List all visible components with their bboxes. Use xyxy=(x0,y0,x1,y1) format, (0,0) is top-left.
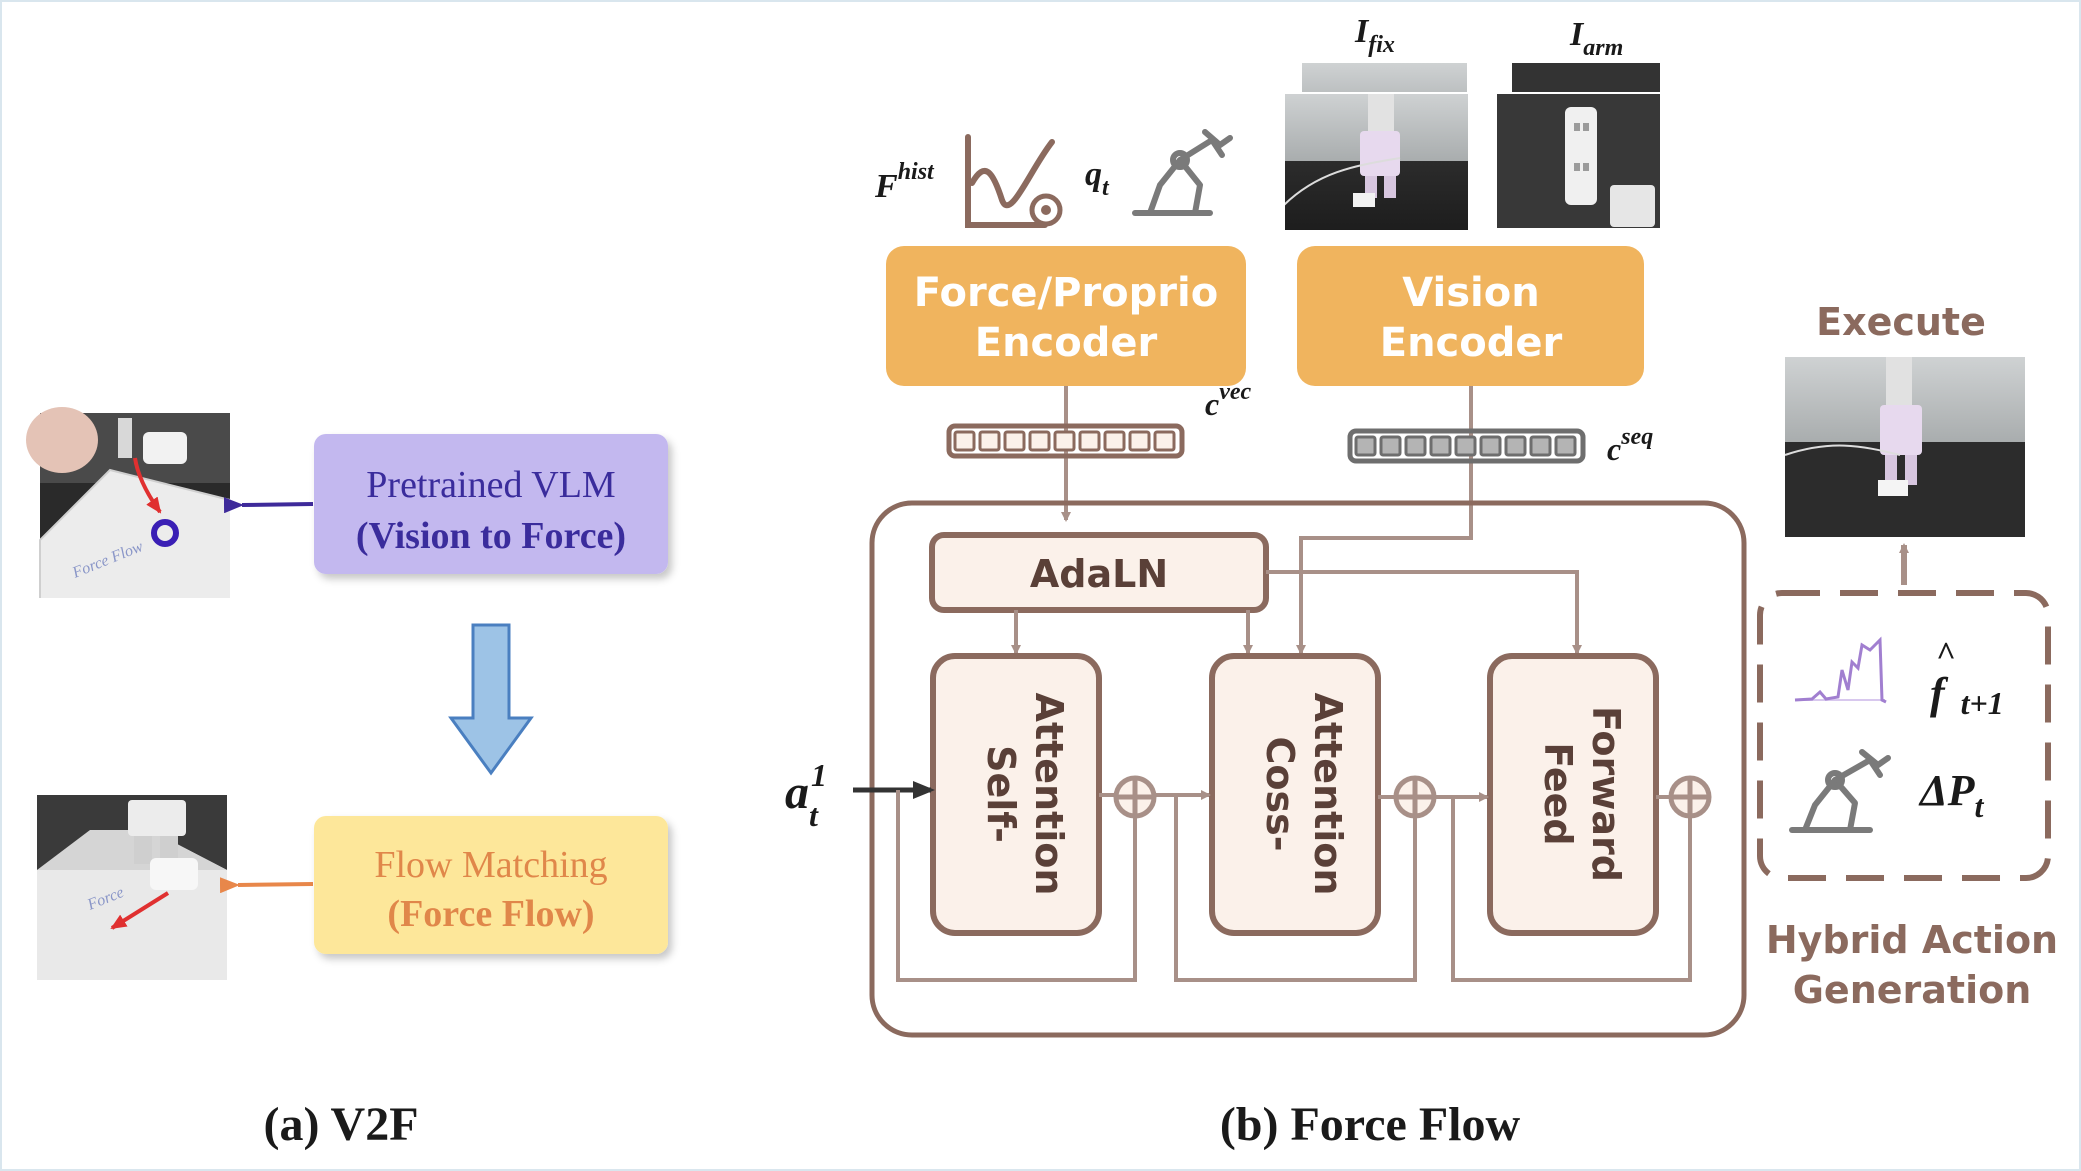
execute-photo xyxy=(1784,357,2025,537)
pink-ball xyxy=(26,407,98,473)
cross-attention-box xyxy=(1209,653,1381,936)
predicted-force-arrow xyxy=(133,457,162,514)
flow-output-arrow xyxy=(219,877,314,894)
photo-force-flow: Force xyxy=(37,795,227,980)
token-cell xyxy=(1379,435,1402,457)
cvec-token-bar xyxy=(946,423,1185,459)
vlm-subtitle: (Vision to Force) xyxy=(356,515,626,557)
robot-arm-icon xyxy=(1132,129,1233,216)
force-encoder-subtitle: Encoder xyxy=(975,320,1158,366)
vlm-title: Pretrained VLM xyxy=(366,464,615,506)
q-t-label: qt xyxy=(1085,156,1110,201)
token-bar-frame xyxy=(1347,428,1586,464)
token-cell xyxy=(1554,435,1577,457)
token-cell xyxy=(1153,430,1176,452)
token-cell xyxy=(1354,435,1377,457)
adaln-label: AdaLN xyxy=(1030,552,1168,596)
cseq-line xyxy=(1299,386,1473,598)
hybrid-action-box xyxy=(1757,590,2051,881)
force-history-plot-icon xyxy=(965,134,1063,228)
panel-force-flow: Fhist qt Ifix xyxy=(785,13,2058,1151)
feed-forward-box xyxy=(1487,653,1659,936)
token-bar-frame xyxy=(946,423,1185,459)
target-circle-icon xyxy=(151,519,179,547)
vlm-output-arrow xyxy=(223,497,314,514)
vision-encoder-subtitle: Encoder xyxy=(1380,320,1563,366)
vision-encoder-title: Vision xyxy=(1402,270,1539,316)
adaln-to-feed-forward xyxy=(1266,570,1582,655)
pretrained-vlm-box xyxy=(314,434,668,574)
cross-attention-label: Coss-Attention xyxy=(1258,693,1350,896)
cvec-label: cvec xyxy=(1205,379,1252,422)
circle-add-icon xyxy=(1668,775,1712,819)
token-cell xyxy=(1103,430,1126,452)
wrist-camera-images xyxy=(1495,63,1662,230)
caption-b: (b) Force Flow xyxy=(1220,1098,1521,1151)
f-hist-label: Fhist xyxy=(874,159,935,205)
token-cell xyxy=(1003,430,1026,452)
cseq-label: cseq xyxy=(1607,424,1653,467)
token-cell xyxy=(1454,435,1477,457)
flow-subtitle: (Force Flow) xyxy=(387,893,594,935)
token-cell xyxy=(953,430,976,452)
delta-p-label: ΔPt xyxy=(1918,766,1984,824)
token-cell xyxy=(1429,435,1452,457)
token-cell xyxy=(1028,430,1051,452)
token-cell xyxy=(1078,430,1101,452)
robot-gripper xyxy=(128,800,186,836)
flow-title: Flow Matching xyxy=(374,844,607,886)
token-cell xyxy=(1404,435,1427,457)
self-attention-label: Self-Attention xyxy=(979,693,1071,896)
label-line: Attention xyxy=(1027,693,1071,896)
token-cell xyxy=(1128,430,1151,452)
hybrid-title: Hybrid Action xyxy=(1766,918,2058,962)
f-hat-accent: ^ xyxy=(1936,636,1955,673)
token-cell xyxy=(978,430,1001,452)
fixed-camera-images xyxy=(1283,63,1470,232)
label-line: Attention xyxy=(1306,693,1350,896)
vision-encoder xyxy=(1297,246,1644,386)
i-fix-label: Ifix xyxy=(1354,13,1395,58)
force-flow-arrow xyxy=(110,891,170,930)
panel-v2f: Force Flow Pretrained VLM (Vision to For… xyxy=(26,407,668,1151)
force-proprio-encoder xyxy=(886,246,1246,386)
execute-label: Execute xyxy=(1816,300,1986,344)
flow-matching-box xyxy=(314,816,668,954)
i-arm-label: Iarm xyxy=(1569,16,1623,61)
caption-a: (a) V2F xyxy=(263,1098,418,1151)
down-arrow-icon xyxy=(448,623,534,776)
robot-arm-icon xyxy=(1789,749,1891,833)
token-cell xyxy=(1529,435,1552,457)
label-line: Feed xyxy=(1536,742,1580,845)
circle-add-icon xyxy=(1393,775,1437,819)
force-encoder-title: Force/Proprio xyxy=(914,270,1218,316)
socket-device xyxy=(150,858,198,890)
force-prediction-plot xyxy=(1794,636,1887,704)
hybrid-subtitle: Generation xyxy=(1793,968,2032,1012)
label-line: Coss- xyxy=(1258,736,1302,851)
label-line: Forward xyxy=(1584,706,1628,882)
photo-vision-to-force: Force Flow xyxy=(26,407,231,598)
token-cell xyxy=(1504,435,1527,457)
token-cell xyxy=(1053,430,1076,452)
socket-device xyxy=(143,432,187,464)
transformer-block-container xyxy=(869,500,1747,1038)
label-line: Self- xyxy=(979,745,1023,843)
circle-add-icon xyxy=(1113,775,1157,819)
cseq-token-bar xyxy=(1347,428,1586,464)
token-cell xyxy=(1479,435,1502,457)
